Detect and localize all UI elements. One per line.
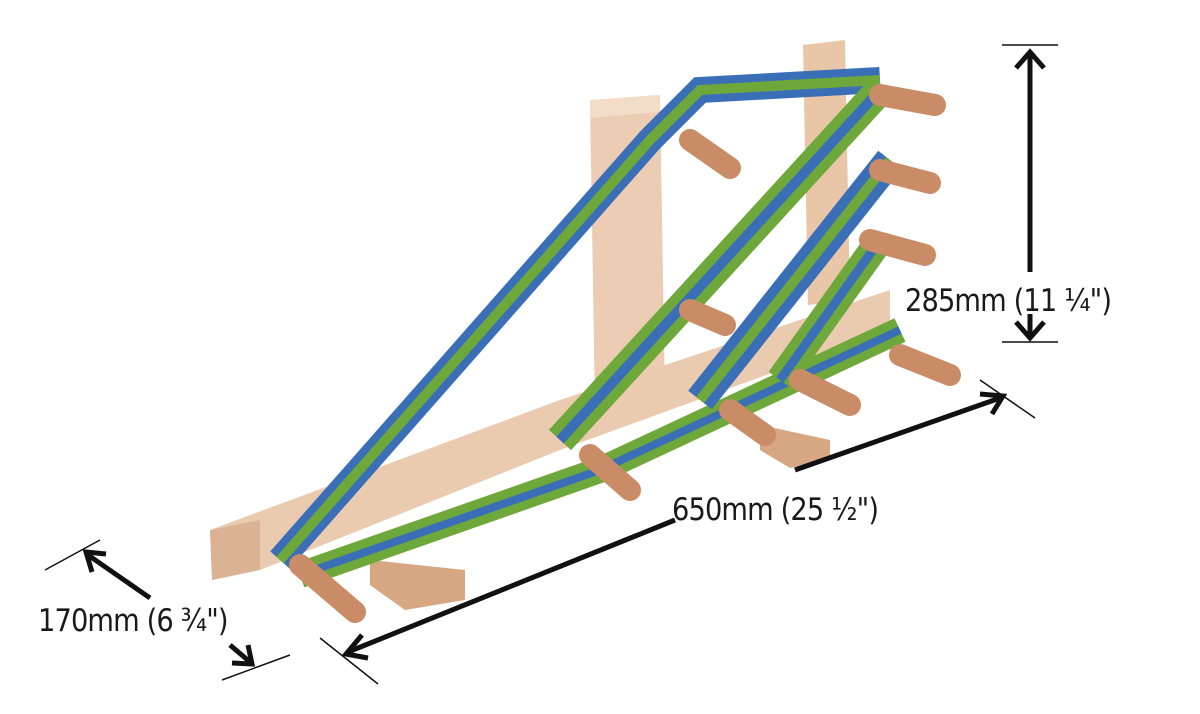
dimension-arrows: [44, 44, 1058, 685]
length-dimension-label: 650mm (25 ½"): [672, 492, 879, 528]
width-dimension-label: 170mm (6 ¾"): [38, 603, 229, 639]
loom-pegs: [289, 84, 961, 623]
height-dimension-label: 285mm (11 ¼"): [905, 283, 1112, 319]
